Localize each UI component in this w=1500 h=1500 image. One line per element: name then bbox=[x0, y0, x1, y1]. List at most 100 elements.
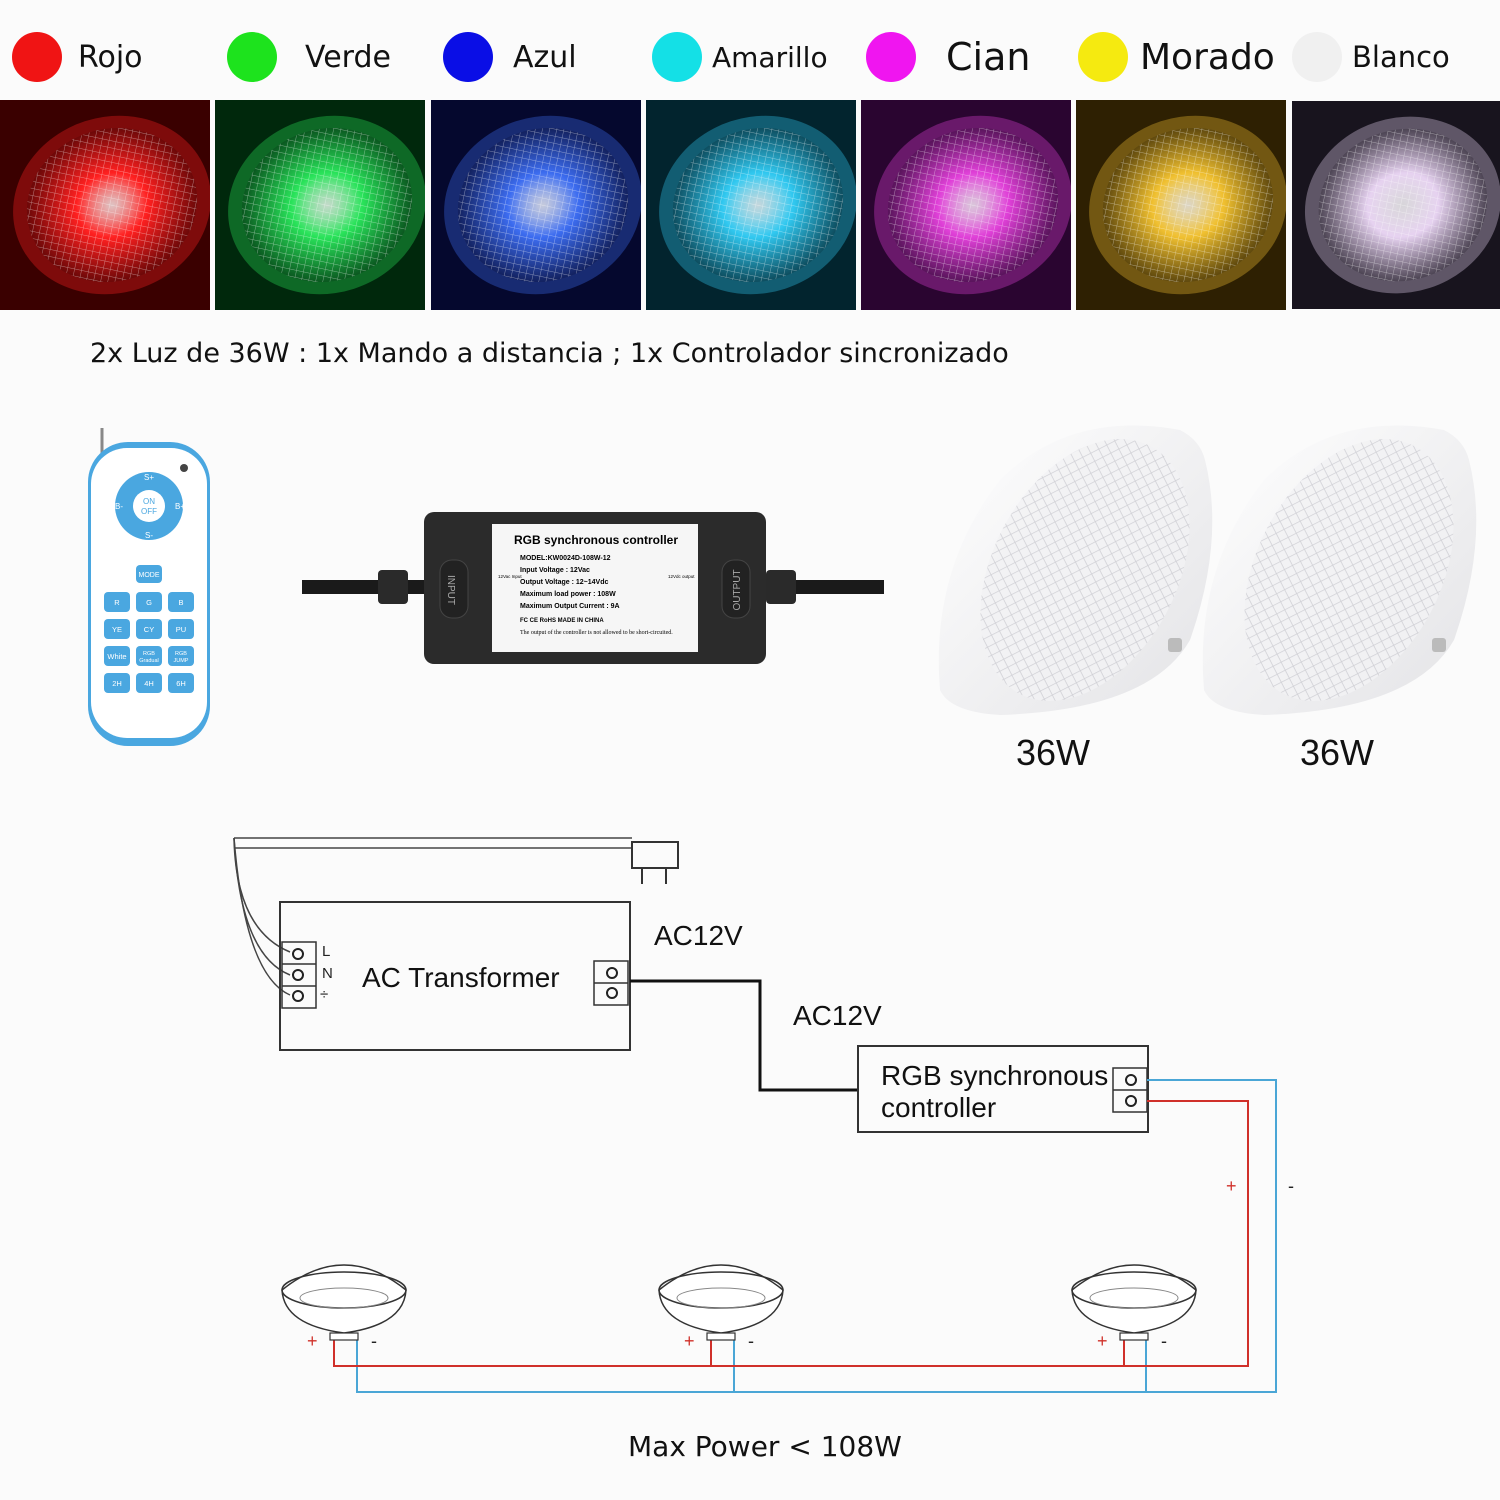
controller-out-small: 12Vdc output bbox=[668, 574, 695, 579]
lamp1-minus: - bbox=[371, 1331, 377, 1351]
lamp-wattage-right: 36W bbox=[1300, 732, 1375, 773]
output-plus: + bbox=[1226, 1176, 1237, 1196]
remote-button-label: RGB bbox=[175, 651, 187, 657]
remote-button bbox=[136, 673, 162, 693]
legend-label: Blanco bbox=[1352, 40, 1450, 74]
diagram-lamp-icon bbox=[1071, 1264, 1197, 1341]
red-swatch bbox=[12, 32, 62, 82]
remote-button-label: 2H bbox=[112, 679, 122, 688]
plug-icon bbox=[631, 841, 679, 884]
terminal-screw-icons bbox=[292, 948, 1137, 1107]
negative-wire bbox=[356, 1079, 1277, 1393]
transformer-box bbox=[279, 901, 631, 1051]
remote-button-label: Gradual bbox=[139, 658, 159, 664]
remote-off: OFF bbox=[141, 507, 157, 516]
cyan-swatch bbox=[652, 32, 702, 82]
positive-wire bbox=[333, 1100, 1249, 1367]
controller-certs: FC CE RoHS MADE IN CHINA bbox=[520, 618, 604, 624]
controller-diagram-box bbox=[857, 1045, 1149, 1133]
package-caption: 2x Luz de 36W : 1x Mando a distancia ; 1… bbox=[90, 338, 1009, 369]
diagram-lamps bbox=[281, 1264, 1197, 1341]
legend-label: Cian bbox=[946, 35, 1031, 79]
green-swatch bbox=[227, 32, 277, 82]
controller-max-load: Maximum load power : 108W bbox=[520, 591, 616, 598]
lamp3-minus: - bbox=[1161, 1331, 1167, 1351]
remote-button bbox=[168, 619, 194, 639]
remote-button bbox=[104, 646, 130, 666]
lamp-photo-red bbox=[0, 100, 210, 310]
diagram-lamp-icon bbox=[658, 1264, 784, 1341]
lamp3-plus: + bbox=[1097, 1331, 1108, 1351]
lamp-photo-blue bbox=[431, 100, 641, 310]
remote-button bbox=[168, 673, 194, 693]
transformer-label: AC Transformer bbox=[362, 962, 560, 993]
remote-button-label: 6H bbox=[176, 679, 186, 688]
ac12v-label-2: AC12V bbox=[793, 1000, 882, 1031]
remote-mode: MODE bbox=[139, 572, 160, 579]
legend-label: Rojo bbox=[78, 39, 143, 75]
controller-diagram-label-2: controller bbox=[881, 1092, 997, 1123]
remote-button-label: B bbox=[178, 598, 183, 607]
controller-title: RGB synchronous controller bbox=[514, 533, 678, 547]
legend-label: Azul bbox=[513, 39, 577, 75]
input-label: INPUT bbox=[445, 575, 456, 605]
lamp1-plus: + bbox=[307, 1331, 318, 1351]
legend-verde: Verde bbox=[227, 30, 391, 84]
output-minus: - bbox=[1288, 1176, 1294, 1196]
wiring-diagram bbox=[233, 837, 1277, 1393]
remote-button-label: R bbox=[114, 598, 120, 607]
remote-button bbox=[136, 646, 162, 666]
remote-button-label: CY bbox=[144, 625, 154, 634]
ac-wire bbox=[630, 979, 858, 1092]
legend-label: Verde bbox=[305, 39, 391, 75]
remote-button bbox=[104, 673, 130, 693]
controller-input-v: Input Voltage : 12Vac bbox=[520, 567, 590, 574]
controller-diagram-label-1: RGB synchronous bbox=[881, 1060, 1109, 1091]
legend-blanco: Blanco bbox=[1292, 30, 1450, 84]
remote-button bbox=[136, 592, 162, 612]
terminal-l: L bbox=[322, 943, 331, 960]
remote-button bbox=[136, 619, 162, 639]
output-label: OUTPUT bbox=[732, 569, 743, 610]
remote-button-label: White bbox=[107, 652, 126, 661]
controller-box: INPUT OUTPUT RGB synchronous controller … bbox=[302, 512, 884, 664]
remote-speed-up: S+ bbox=[144, 473, 154, 482]
lamp-photo-cyan bbox=[646, 100, 856, 310]
remote-on: ON bbox=[143, 497, 155, 506]
remote-speed-down: S- bbox=[145, 531, 153, 540]
controller-model: MODEL:KW0024D-108W-12 bbox=[520, 555, 611, 562]
diagram-lamp-icon bbox=[281, 1264, 407, 1341]
remote-button-label: PU bbox=[176, 625, 186, 634]
controller-output-v: Output Voltage : 12~14Vdc bbox=[520, 579, 608, 586]
lamp2-plus: + bbox=[684, 1331, 695, 1351]
remote-button bbox=[168, 592, 194, 612]
magenta-swatch bbox=[866, 32, 916, 82]
remote-button-label: RGB bbox=[143, 651, 155, 657]
remote-button-label: 4H bbox=[144, 679, 154, 688]
terminal-n: N bbox=[322, 965, 333, 982]
lamp-product-left bbox=[938, 425, 1213, 715]
remote-bright-down: B- bbox=[115, 502, 123, 511]
lamp-photo-magenta bbox=[861, 100, 1071, 310]
lamp-photo-yellow bbox=[1076, 100, 1286, 310]
remote-bright-up: B+ bbox=[175, 502, 185, 511]
remote-button-label: JUMP bbox=[174, 658, 189, 664]
lamp-product-right bbox=[1202, 425, 1477, 715]
terminal-earth: ÷ bbox=[320, 986, 329, 1003]
legend-rojo: Rojo bbox=[12, 30, 143, 84]
lamp2-minus: - bbox=[748, 1331, 754, 1351]
ac12v-label-1: AC12V bbox=[654, 920, 743, 951]
controller-max-current: Maximum Output Current : 9A bbox=[520, 603, 620, 610]
blue-swatch bbox=[443, 32, 493, 82]
max-power-label: Max Power < 108W bbox=[628, 1430, 902, 1463]
remote-button-label: YE bbox=[112, 625, 122, 634]
remote-button bbox=[104, 592, 130, 612]
legend-label: Morado bbox=[1140, 36, 1275, 78]
lamp-photo-white bbox=[1292, 100, 1500, 310]
remote-button bbox=[168, 646, 194, 666]
legend-morado: Morado bbox=[1078, 30, 1275, 84]
legend-cian: Cian bbox=[866, 30, 1030, 84]
legend-amarillo: Amarillo bbox=[652, 30, 828, 84]
